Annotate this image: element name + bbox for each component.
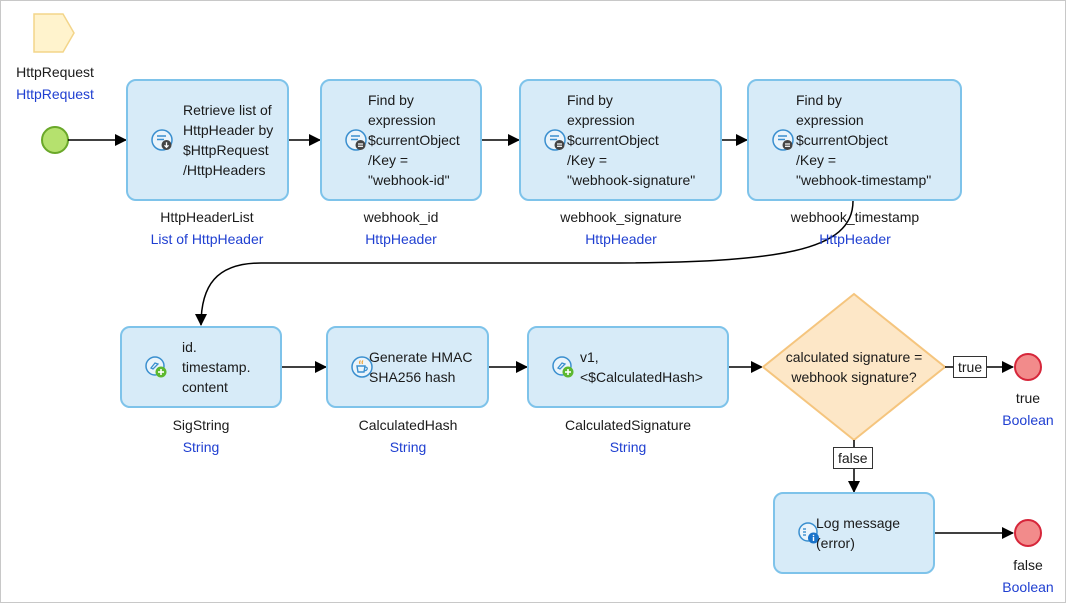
- create-variable-icon: [145, 356, 167, 378]
- parameter-shape[interactable]: [33, 13, 75, 53]
- activity-find-webhook-signature[interactable]: Find by expression $currentObject /Key =…: [519, 79, 722, 201]
- activity-text: Find by expression $currentObject /Key =…: [567, 92, 696, 188]
- activity-text: Find by expression $currentObject /Key =…: [796, 92, 932, 188]
- activity-create-sigstring[interactable]: id. timestamp. content: [120, 326, 282, 408]
- variable-label-webhook-id: webhook_id HttpHeader: [363, 209, 439, 247]
- end-event-true[interactable]: [1014, 353, 1042, 381]
- find-icon: [544, 129, 566, 151]
- variable-label-sigstring: SigString String: [172, 417, 230, 455]
- false-flag: false: [833, 447, 873, 469]
- find-icon: [772, 129, 794, 151]
- end-event-false-label: false Boolean: [1002, 557, 1054, 595]
- activity-create-calculated-signature[interactable]: v1, <$CalculatedHash>: [527, 326, 729, 408]
- activity-generate-hmac[interactable]: Generate HMAC SHA256 hash: [326, 326, 489, 408]
- retrieve-icon: [151, 129, 173, 151]
- create-variable-icon: [552, 356, 574, 378]
- activity-text: id. timestamp. content: [182, 339, 251, 395]
- activity-text: Generate HMAC SHA256 hash: [369, 349, 473, 385]
- activity-text: Find by expression $currentObject /Key =…: [368, 92, 460, 188]
- activity-find-webhook-id[interactable]: Find by expression $currentObject /Key =…: [320, 79, 482, 201]
- parameter-type: HttpRequest: [16, 86, 94, 102]
- true-flag: true: [953, 356, 988, 378]
- activity-find-webhook-timestamp[interactable]: Find by expression $currentObject /Key =…: [747, 79, 962, 201]
- variable-label-calculatedhash: CalculatedHash String: [358, 417, 458, 455]
- variable-label-calculated-signature: CalculatedSignature String: [564, 417, 692, 455]
- flow-find3-to-sigstring[interactable]: [195, 200, 854, 326]
- activity-text: v1, <$CalculatedHash>: [580, 349, 703, 385]
- end-event-true-label: true Boolean: [1002, 390, 1054, 428]
- variable-label-webhook-signature: webhook_signature HttpHeader: [560, 209, 682, 247]
- variable-label-webhook-timestamp: webhook_timestamp HttpHeader: [790, 209, 920, 247]
- end-event-false[interactable]: [1014, 519, 1042, 547]
- activity-text: Retrieve list of HttpHeader by $HttpRequ…: [183, 102, 274, 178]
- parameter-label: HttpRequest HttpRequest: [16, 61, 94, 105]
- parameter-name: HttpRequest: [16, 64, 94, 80]
- java-action-icon: [351, 356, 373, 378]
- start-event[interactable]: [41, 126, 69, 154]
- decision-label: calculated signature = webhook signature…: [785, 349, 923, 385]
- activity-text: Log message (error): [816, 515, 901, 551]
- variable-label-retrieve: HttpHeaderList List of HttpHeader: [150, 209, 264, 247]
- activity-log-message[interactable]: Log message (error): [773, 492, 935, 574]
- activity-retrieve[interactable]: Retrieve list of HttpHeader by $HttpRequ…: [126, 79, 289, 201]
- find-icon: [345, 129, 367, 151]
- log-icon: [798, 522, 819, 544]
